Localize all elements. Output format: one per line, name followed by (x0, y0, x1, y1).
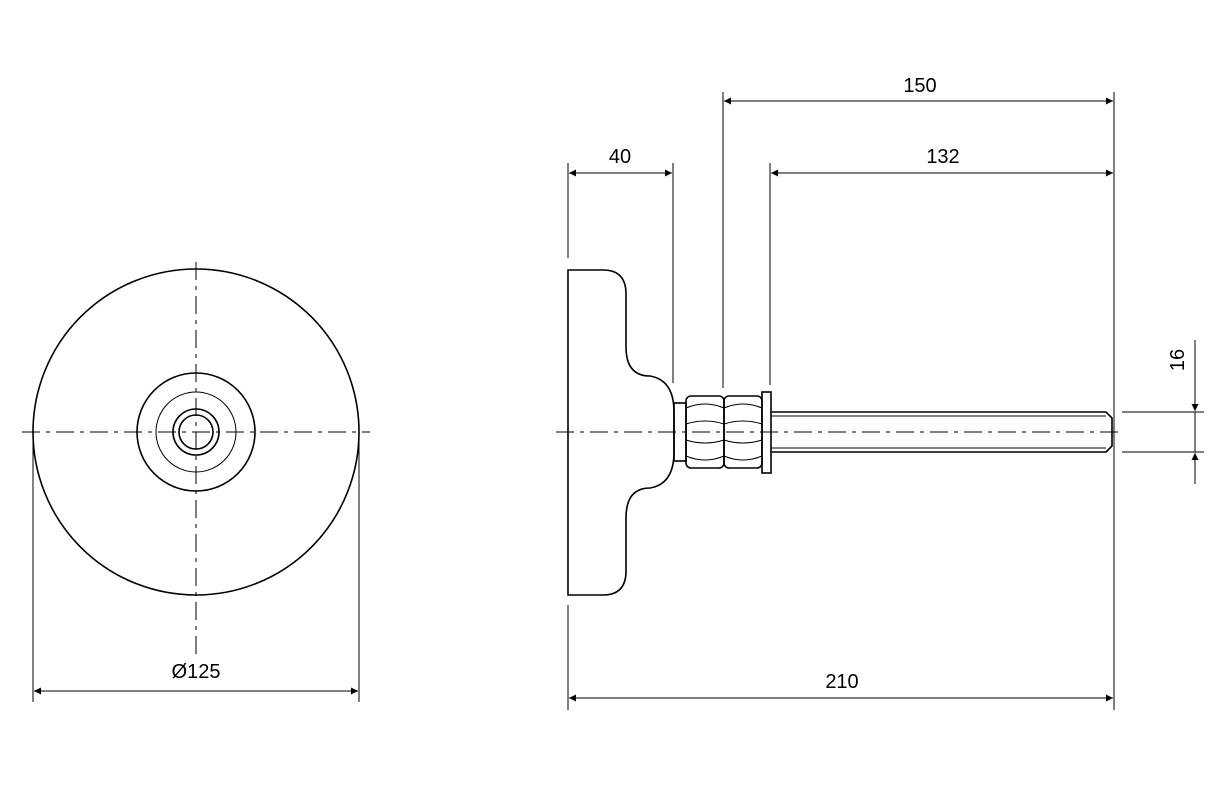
side-view: 150 40 132 210 16 (556, 75, 1204, 710)
dim-label-40: 40 (609, 146, 631, 168)
dim-label-210: 210 (825, 671, 858, 693)
dim-label-150: 150 (903, 75, 936, 97)
hex-nut-2 (723, 395, 763, 469)
front-view: Ø125 (22, 262, 370, 702)
dim-label-132: 132 (926, 146, 959, 168)
diameter-label: Ø125 (172, 661, 221, 683)
dim-label-16: 16 (1167, 349, 1189, 371)
